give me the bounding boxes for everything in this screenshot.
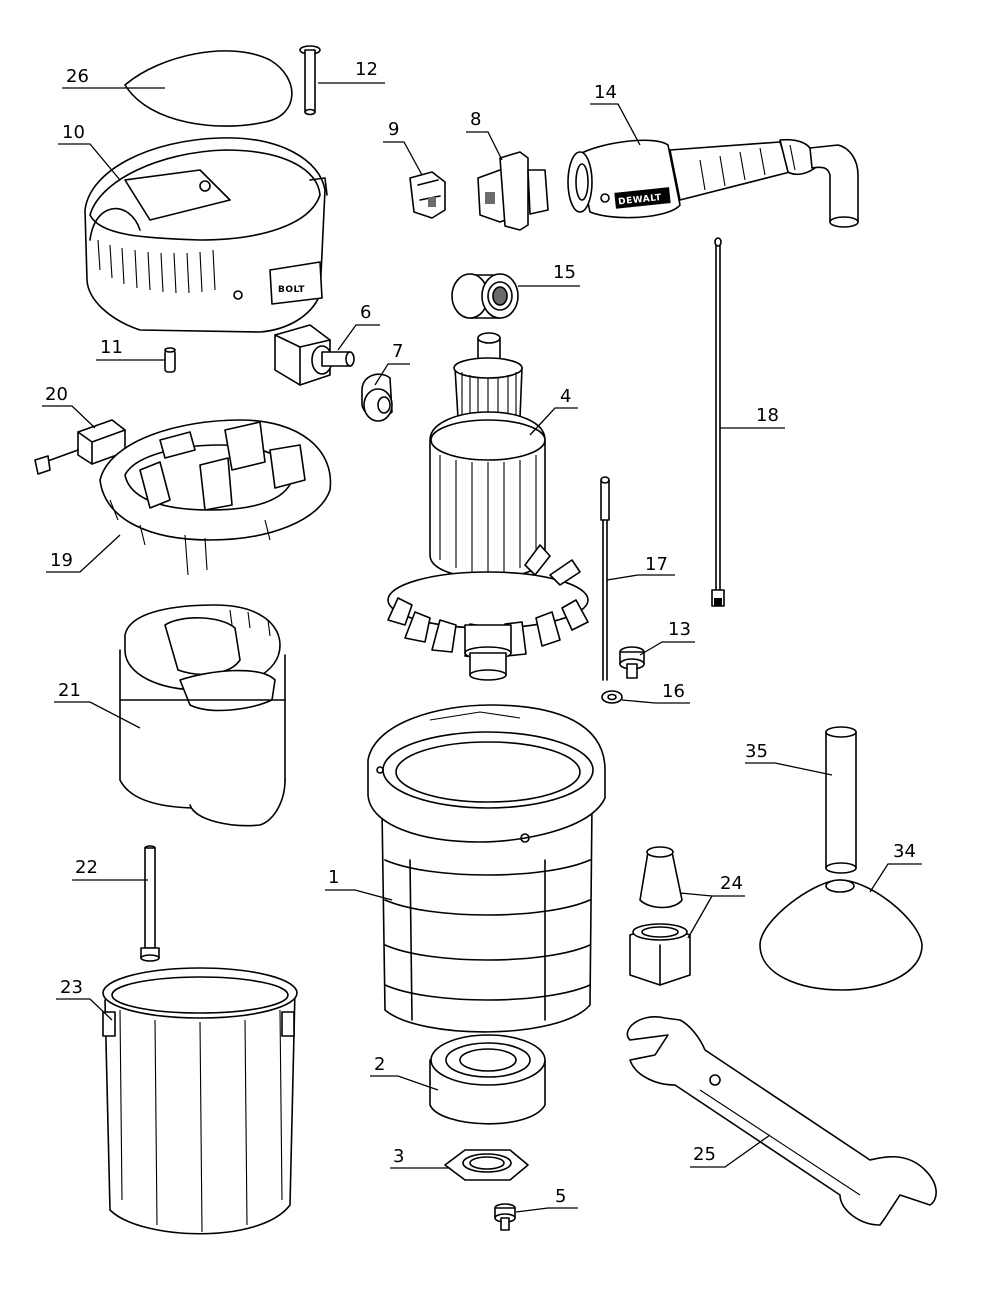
callout-4: 4 [529, 386, 578, 436]
callout-9: 9 [383, 119, 423, 176]
svg-text:19: 19 [50, 550, 73, 571]
part-1-motor-housing [367, 704, 606, 1033]
brand-logo: DEWALT [618, 193, 663, 208]
svg-text:21: 21 [58, 680, 81, 701]
callout-24: 24 [679, 873, 745, 939]
part-11-dowel-pin [164, 347, 176, 373]
callout-35: 35 [745, 741, 833, 776]
part-2-bearing [429, 1034, 546, 1125]
part-8-connector [477, 151, 549, 231]
part-25-wrench [626, 1016, 937, 1226]
part-18-lead-wire [711, 237, 725, 607]
callout-34: 34 [869, 841, 922, 893]
svg-text:8: 8 [470, 109, 481, 130]
callout-3: 3 [390, 1146, 450, 1169]
svg-text:23: 23 [60, 977, 83, 998]
svg-text:20: 20 [45, 384, 68, 405]
part-6-switch [274, 324, 355, 386]
callout-19: 19 [46, 534, 121, 573]
callout-8: 8 [466, 109, 503, 161]
callout-13: 13 [639, 619, 695, 656]
part-3-nut [444, 1149, 529, 1181]
part-13-screw [619, 646, 645, 679]
part-14-power-cord: DEWALT [567, 138, 859, 228]
part-23-housing [102, 967, 298, 1235]
svg-text:9: 9 [388, 119, 399, 140]
svg-text:4: 4 [560, 386, 571, 407]
callout-10: 10 [58, 122, 121, 181]
callout-23: 23 [56, 977, 113, 1021]
svg-text:14: 14 [594, 82, 617, 103]
svg-text:12: 12 [355, 59, 378, 80]
svg-text:10: 10 [62, 122, 85, 143]
callout-21: 21 [54, 680, 141, 729]
callout-2: 2 [370, 1054, 439, 1091]
callout-11: 11 [96, 337, 165, 361]
svg-text:34: 34 [893, 841, 916, 862]
callout-7: 7 [374, 341, 410, 386]
svg-text:25: 25 [693, 1144, 716, 1165]
part-17-lead-wire [600, 476, 610, 681]
callout-17: 17 [606, 554, 675, 581]
svg-text:35: 35 [745, 741, 768, 762]
svg-text:16: 16 [662, 681, 685, 702]
callouts: 26 12 10 9 8 14 15 6 [42, 59, 922, 1213]
svg-text:26: 26 [66, 66, 89, 87]
svg-text:22: 22 [75, 857, 98, 878]
svg-text:13: 13 [668, 619, 691, 640]
svg-text:24: 24 [720, 873, 743, 894]
part-26-cap [124, 50, 293, 127]
callout-18: 18 [720, 405, 785, 429]
part-12-pin [299, 45, 321, 116]
part-15-bearing [451, 273, 519, 319]
motor-cover-marking: BOLT [278, 285, 305, 295]
svg-text:2: 2 [374, 1054, 385, 1075]
part-10-motor-cover: BOLT [84, 137, 328, 333]
part-9-clip [409, 171, 446, 219]
part-24-collet-nut [629, 846, 691, 986]
svg-text:15: 15 [553, 262, 576, 283]
callout-1: 1 [325, 867, 393, 901]
part-20-brush [34, 419, 126, 475]
part-16-ring-terminal [601, 690, 623, 704]
svg-text:1: 1 [328, 867, 339, 888]
callout-26: 26 [62, 66, 165, 89]
svg-text:18: 18 [756, 405, 779, 426]
callout-20: 20 [42, 384, 96, 429]
callout-15: 15 [518, 262, 580, 287]
svg-text:5: 5 [555, 1186, 566, 1207]
callout-12: 12 [318, 59, 385, 84]
part-19-brush-holder [99, 419, 332, 576]
svg-text:7: 7 [392, 341, 403, 362]
callout-25: 25 [690, 1134, 771, 1168]
callout-5: 5 [515, 1186, 578, 1213]
part-34-cone [759, 879, 923, 991]
svg-text:11: 11 [100, 337, 123, 358]
part-4-armature [387, 332, 589, 681]
part-21-field [119, 604, 286, 827]
part-5-screw [494, 1203, 516, 1231]
svg-text:3: 3 [393, 1146, 404, 1167]
callout-6: 6 [337, 302, 380, 351]
callout-16: 16 [621, 681, 690, 704]
part-35-rod [825, 726, 857, 874]
part-7-knob [361, 373, 393, 422]
svg-text:6: 6 [360, 302, 371, 323]
callout-22: 22 [72, 857, 148, 881]
part-22-bolt [140, 845, 160, 962]
callout-14: 14 [590, 82, 641, 146]
svg-text:17: 17 [645, 554, 668, 575]
